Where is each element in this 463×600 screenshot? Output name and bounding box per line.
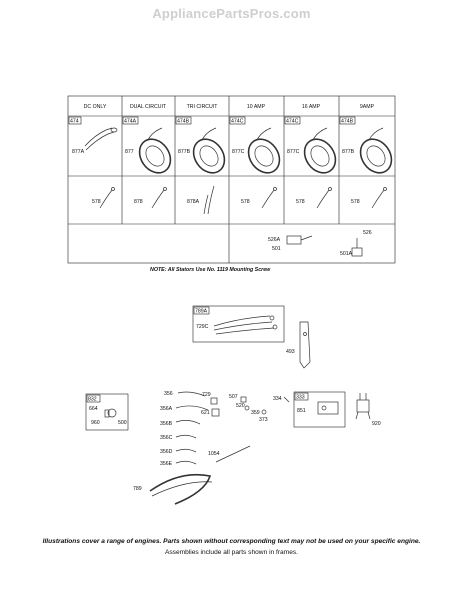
header-tri-circuit: TRI CIRCUIT — [187, 104, 219, 110]
bracket-drawing — [299, 321, 311, 369]
part-label: 520 — [236, 403, 245, 409]
part-label: 729 — [202, 392, 211, 398]
harness-frame: 789A 729C — [192, 305, 285, 343]
part-label: 877 — [125, 149, 134, 155]
part-label: 334 — [273, 396, 282, 402]
part-label: 664 — [89, 406, 98, 412]
stator-ring-icon — [192, 127, 226, 174]
part-label: 578 — [351, 199, 360, 205]
frame-id: 789A — [195, 309, 208, 315]
stator-ring-icon — [359, 127, 393, 174]
part-label: 356E — [160, 461, 173, 467]
part-label: 526 — [363, 230, 372, 236]
part-label: 877B — [342, 149, 355, 155]
part-label: 373 — [259, 417, 268, 423]
frame-id: 474C — [286, 119, 299, 125]
footer-assemblies: Assemblies include all parts shown in fr… — [164, 549, 299, 556]
frame-id: 474B — [341, 119, 354, 125]
part-label: 621 — [201, 410, 210, 416]
part-label: 356 — [164, 391, 173, 397]
part-label: 729C — [196, 324, 209, 330]
frame-id: 474 — [70, 119, 79, 125]
part-label: 493 — [286, 349, 295, 355]
frame-id: 474C — [231, 119, 244, 125]
part-label: 578 — [241, 199, 250, 205]
part-label: 878 — [134, 199, 143, 205]
part-label: 356A — [160, 406, 173, 412]
part-label: 578 — [296, 199, 305, 205]
part-label: 920 — [372, 421, 381, 427]
frame-333: 333 851 — [293, 391, 346, 428]
stator-ring-icon — [247, 127, 281, 174]
stator-ring-icon — [303, 127, 337, 174]
part-label: 356B — [160, 421, 173, 427]
part-label: 501A — [340, 251, 353, 257]
part-label: 877A — [72, 149, 85, 155]
frame-id: 832 — [88, 397, 97, 403]
part-label: 789 — [133, 486, 142, 492]
part-label: 1054 — [208, 451, 220, 457]
header-10-amp: 10 AMP — [247, 104, 266, 110]
frame-832: 832 664 960 500 — [85, 393, 129, 431]
part-label: 960 — [91, 420, 100, 426]
stator-note: NOTE: All Stators Use No. 1119 Mounting … — [150, 267, 271, 273]
part-label: 526A — [268, 237, 281, 243]
part-label: 356C — [160, 435, 173, 441]
header-dc-only: DC ONLY — [84, 104, 107, 110]
header-dual-circuit: DUAL CIRCUIT — [130, 104, 167, 110]
part-label: 851 — [297, 408, 306, 414]
part-label: 507 — [229, 394, 238, 400]
lead-wire-drawing — [99, 185, 387, 215]
small-parts — [210, 396, 290, 463]
frame-id: 333 — [296, 395, 305, 401]
switch-drawing — [355, 393, 371, 420]
footer-disclaimer: Illustrations cover a range of engines. … — [42, 538, 421, 545]
wire-leads — [149, 391, 213, 505]
watermark: AppliancePartsPros.com — [152, 6, 311, 21]
part-label: 501 — [272, 246, 281, 252]
regulator-drawing — [286, 235, 363, 257]
header-16-amp: 16 AMP — [302, 104, 321, 110]
frame-id: 474B — [177, 119, 190, 125]
stator-ring-icon — [138, 127, 172, 174]
part-label: 877C — [287, 149, 300, 155]
header-9-amp: 9AMP — [360, 104, 375, 110]
part-label: 500 — [118, 420, 127, 426]
frame-id: 474A — [124, 119, 137, 125]
part-label: 359 — [251, 410, 260, 416]
stator-table: DC ONLY DUAL CIRCUIT TRI CIRCUIT 10 AMP … — [67, 95, 396, 264]
part-label: 578 — [92, 199, 101, 205]
part-label: 878A — [187, 199, 200, 205]
stator-drawing-dc-only — [84, 127, 118, 151]
part-label: 877B — [178, 149, 191, 155]
part-label: 356D — [160, 449, 173, 455]
part-label: 877C — [232, 149, 245, 155]
